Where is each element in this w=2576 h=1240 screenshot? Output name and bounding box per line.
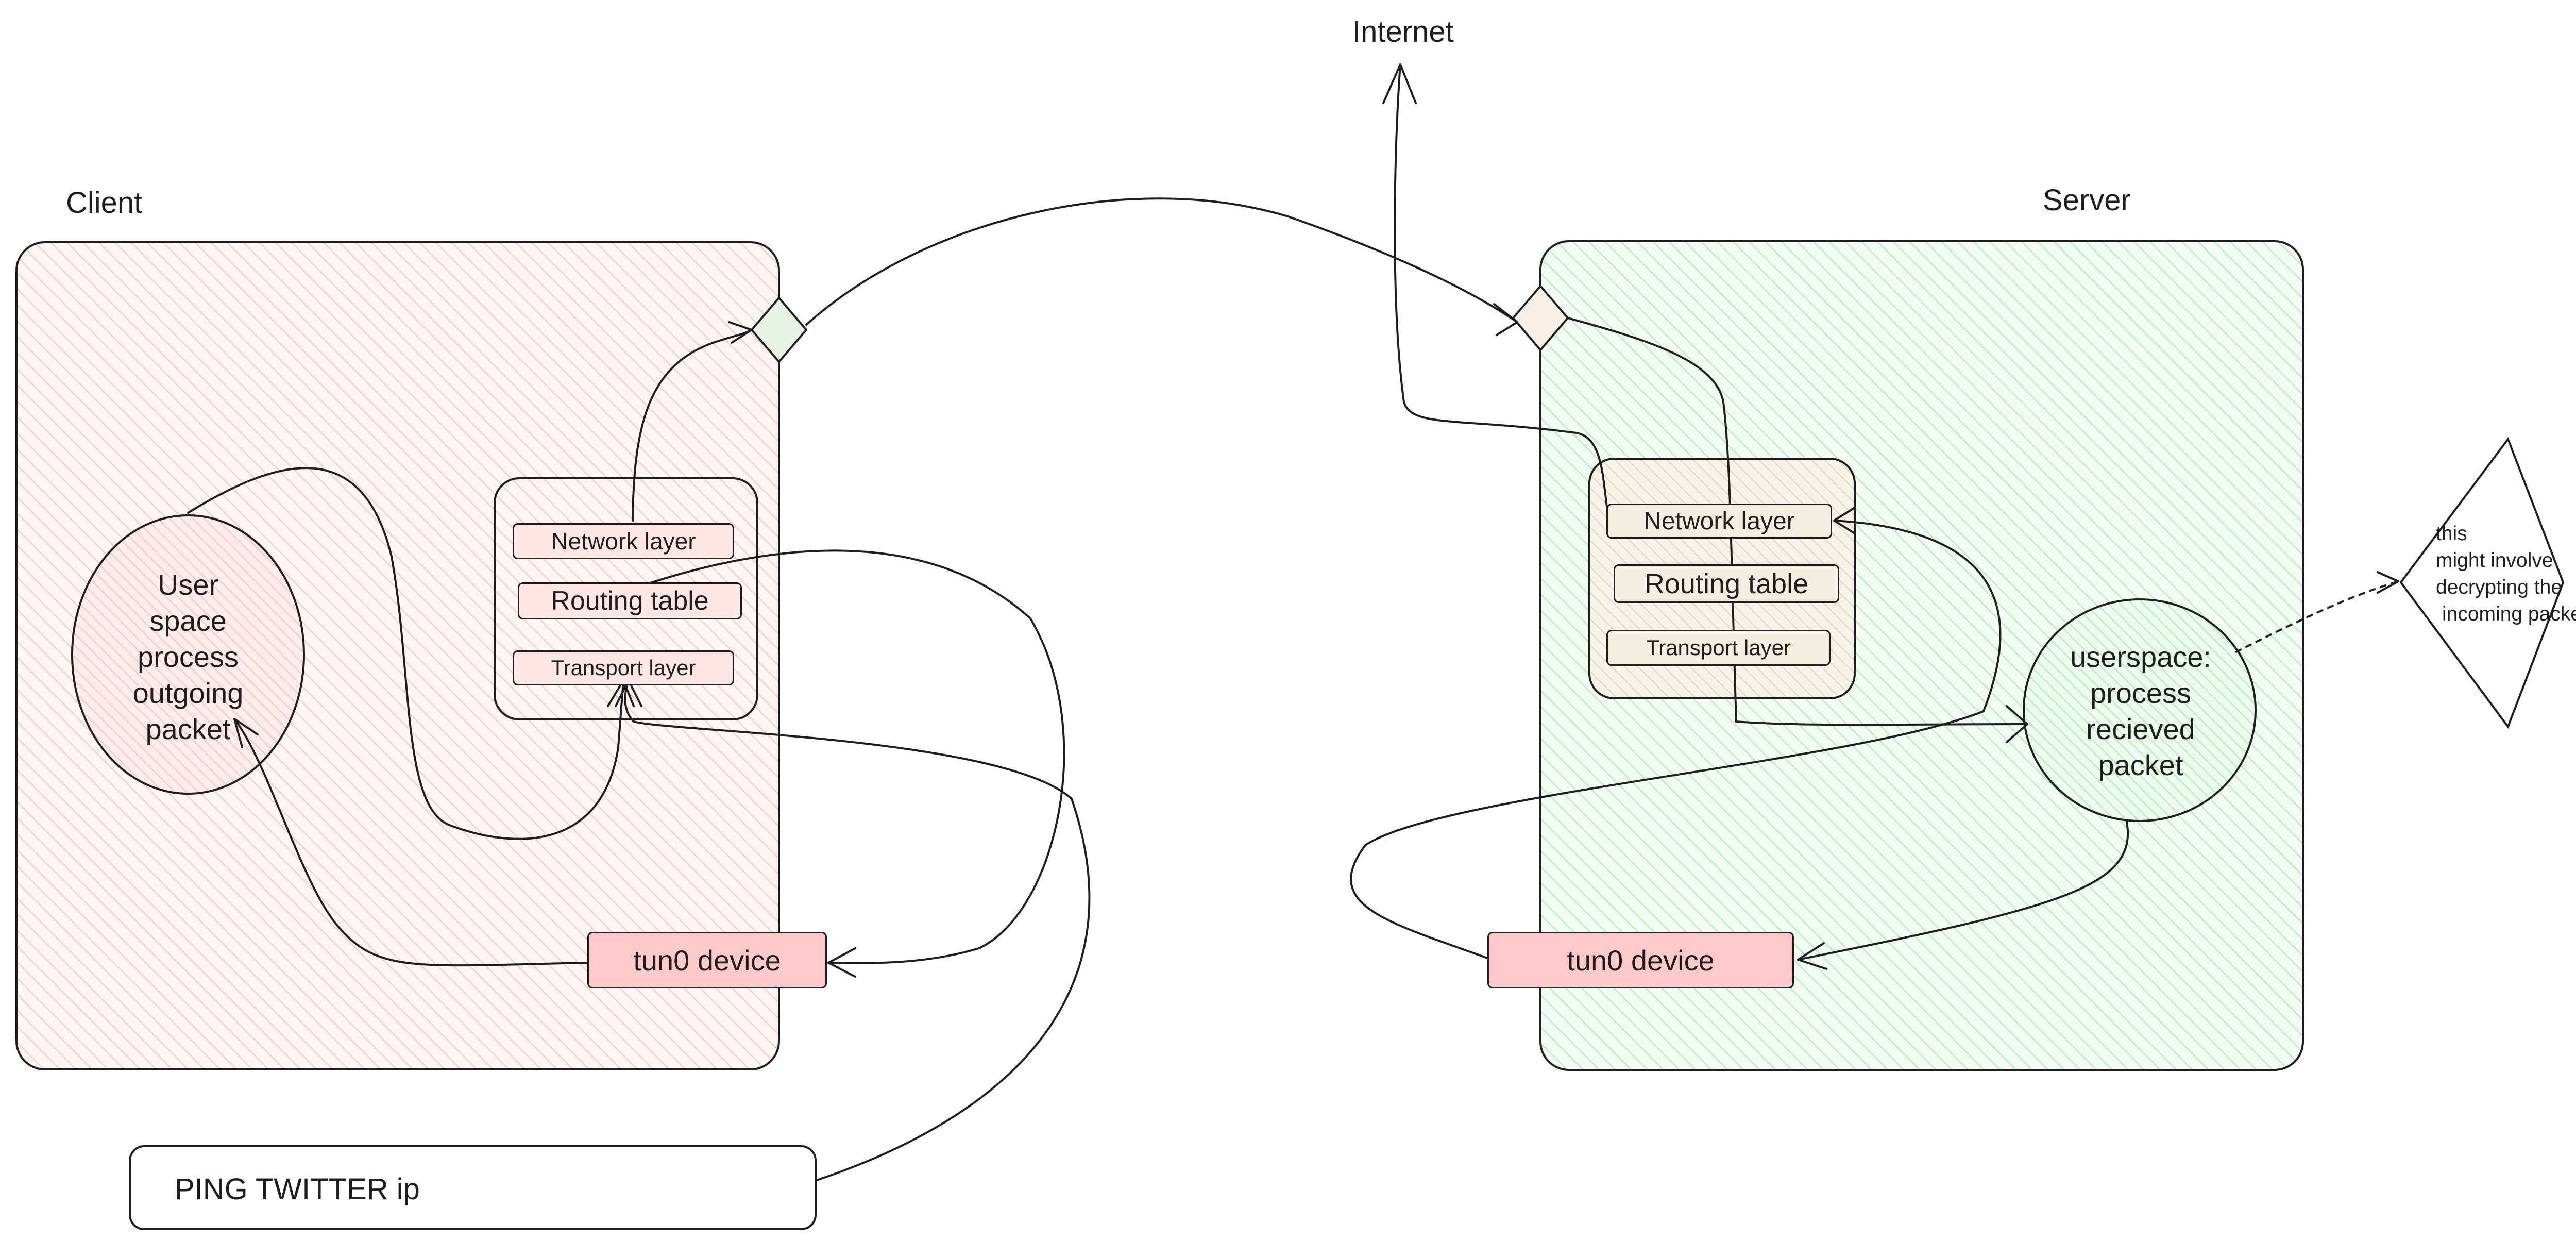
client-label: Client: [66, 186, 143, 220]
server-process-circle: [2023, 598, 2257, 822]
uplink-line: [805, 197, 1518, 326]
client-process-out: [187, 467, 624, 840]
server-region: [1539, 240, 2304, 1071]
client-stack-box: [494, 477, 758, 720]
client-process-circle: [71, 514, 305, 795]
internet-arrow: [1394, 63, 1608, 511]
client-stack-up: [632, 329, 753, 522]
client-tun0-device: tun0 device: [587, 932, 827, 988]
ping-command-box[interactable]: PING TWITTER ip: [129, 1145, 817, 1230]
server-label: Server: [2043, 183, 2131, 217]
tun-to-process: [233, 718, 588, 967]
process-to-tun: [1797, 821, 2129, 961]
server-tun0-device: tun0 device: [1487, 932, 1794, 988]
ping-command-text: PING TWITTER ip: [175, 1172, 420, 1206]
internet-arrow-head: [1382, 63, 1417, 104]
client-transport-layer: Transport layer: [513, 650, 734, 685]
server-transport-layer: Transport layer: [1606, 630, 1831, 666]
server-interface-diamond: [1512, 284, 1569, 352]
server-process-label: userspace: process recieved packet: [2070, 641, 2211, 781]
client-process-label: User space process outgoing packet: [132, 568, 244, 745]
stack-to-tun: [635, 549, 1065, 964]
internet-label: Internet: [1352, 15, 1454, 48]
note-connector: [2235, 580, 2399, 653]
stack-to-process: [1735, 720, 2028, 726]
client-network-layer: Network layer: [513, 523, 734, 559]
client-routing-table: Routing table: [518, 582, 742, 619]
server-routing-table: Routing table: [1614, 564, 1839, 603]
ping-link: [624, 679, 1091, 1181]
server-network-layer: Network layer: [1606, 504, 1832, 539]
client-interface-diamond: [750, 296, 808, 364]
note-text: this might involve decrypting the incomi…: [2436, 523, 2576, 625]
client-region: [15, 241, 780, 1070]
note-diamond: [2399, 437, 2565, 729]
tun-loop: [1350, 520, 2002, 961]
